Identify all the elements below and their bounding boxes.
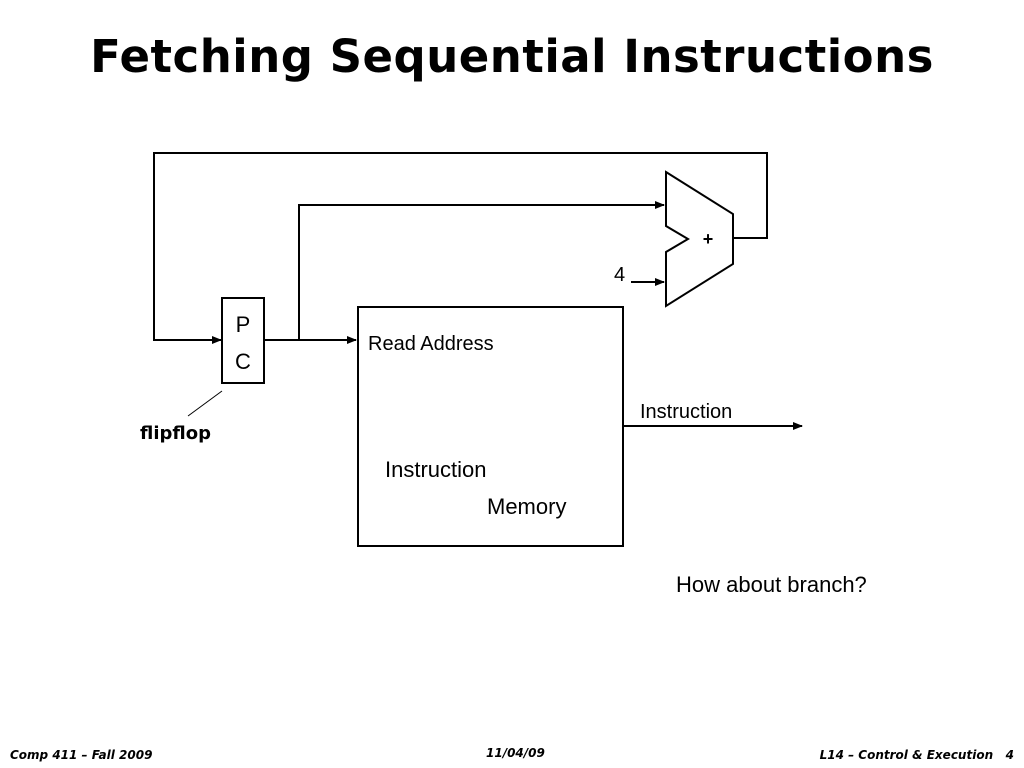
read-address-label: Read Address xyxy=(368,333,494,355)
branch-question: How about branch? xyxy=(676,572,867,597)
memory-name-line2: Memory xyxy=(487,494,566,519)
constant-four-label: 4 xyxy=(614,264,625,286)
pc-letter-p: P xyxy=(236,312,251,337)
pc-register xyxy=(221,297,265,384)
memory-name-line1: Instruction xyxy=(385,457,487,482)
pc-to-adder-wire xyxy=(298,201,665,340)
slide-title: Fetching Sequential Instructions xyxy=(90,30,934,83)
footer-lecture: L14 – Control & Execution 4 xyxy=(819,748,1014,762)
adder-plus-sign: + xyxy=(703,229,714,249)
flipflop-label: flipflop xyxy=(140,423,211,444)
instruction-memory xyxy=(357,306,624,547)
instruction-output-label: Instruction xyxy=(640,401,732,423)
footer-date: 11/04/09 xyxy=(486,746,545,760)
pc-letter-c: C xyxy=(235,349,251,374)
flipflop-leader-line xyxy=(187,390,223,417)
feedback-wire xyxy=(153,152,768,344)
adder xyxy=(665,170,734,308)
footer-course: Comp 411 – Fall 2009 xyxy=(10,748,153,762)
